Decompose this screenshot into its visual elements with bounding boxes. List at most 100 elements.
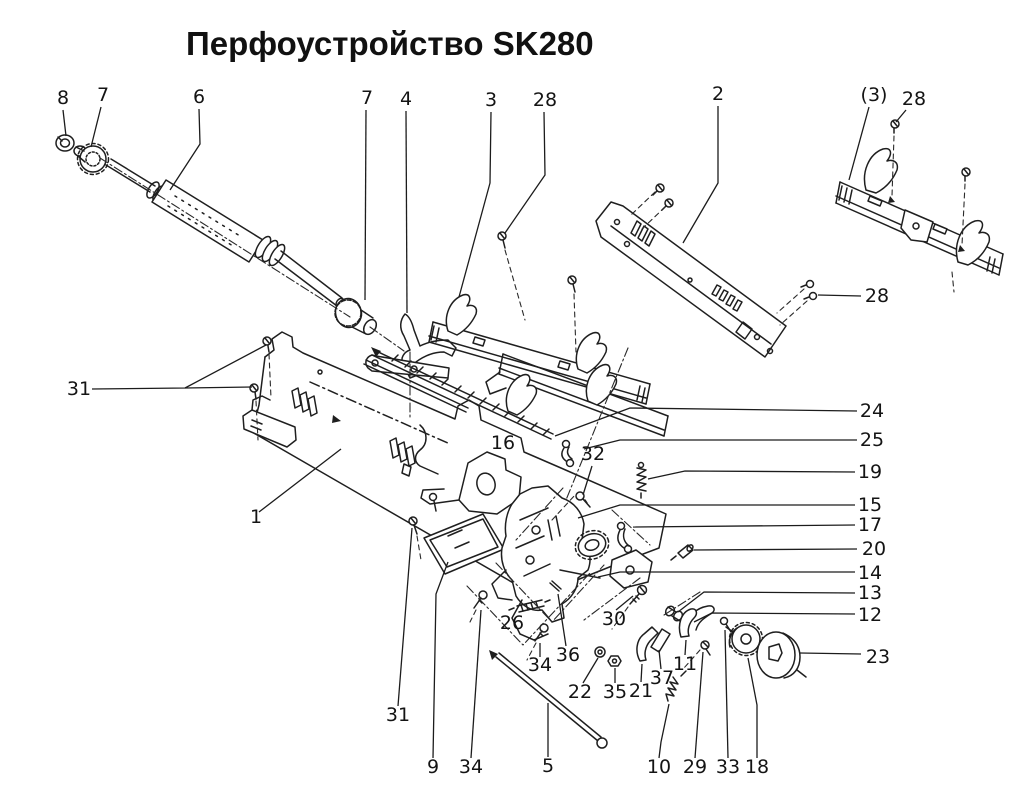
callout-label-29: 29 xyxy=(683,756,707,778)
callout-label-3: 3 xyxy=(485,89,497,111)
part-10-spring xyxy=(665,670,687,702)
callout-label-15: 15 xyxy=(858,494,882,516)
callout-label-7: 7 xyxy=(361,87,373,109)
callout-leader-6 xyxy=(169,108,201,191)
callout-leader-21 xyxy=(640,663,643,683)
callout-leader-11 xyxy=(684,639,687,656)
part-36-pin xyxy=(549,580,562,592)
callout-leader-8 xyxy=(62,109,67,137)
callout-label-31: 31 xyxy=(67,378,91,400)
callout-label-1: 1 xyxy=(250,506,262,528)
callout-label-17: 17 xyxy=(858,514,882,536)
callout-label-33: 33 xyxy=(716,756,740,778)
callout-label-(3): (3) xyxy=(861,84,888,106)
callout-label-14: 14 xyxy=(858,562,882,584)
callout-leader-3 xyxy=(458,111,492,298)
screws-28-pair xyxy=(776,279,818,326)
screw-30 xyxy=(611,584,648,630)
callout-leader-7 xyxy=(364,109,367,301)
screw-28-mid xyxy=(567,275,577,353)
callout-leader-20 xyxy=(693,548,858,551)
callout-leader-12 xyxy=(693,612,856,623)
callout-leader-28 xyxy=(817,294,862,297)
callout-label-30: 30 xyxy=(602,608,626,630)
callout-label-36: 36 xyxy=(556,644,580,666)
callout-leader-18 xyxy=(747,657,758,758)
callout-leader-31 xyxy=(184,386,253,389)
callout-label-26: 26 xyxy=(500,612,524,634)
part-37-link xyxy=(650,628,671,653)
callout-label-34: 34 xyxy=(528,654,552,676)
callout-label-28: 28 xyxy=(902,88,926,110)
callout-leader-1 xyxy=(258,448,342,513)
callout-label-28: 28 xyxy=(865,285,889,307)
callout-leader-36 xyxy=(557,593,567,647)
callout-label-21: 21 xyxy=(629,680,653,702)
callout-leader-28 xyxy=(504,111,546,234)
screw-34-mid xyxy=(526,623,549,661)
callout-label-19: 19 xyxy=(858,461,882,483)
callout-label-24: 24 xyxy=(860,400,884,422)
callout-leader-24 xyxy=(554,407,858,437)
callout-leader-14 xyxy=(597,571,855,578)
punch-mechanism xyxy=(491,485,653,641)
callout-leader-4 xyxy=(405,110,408,314)
part-6-tractor-shaft xyxy=(105,158,345,309)
callout-leader-(3) xyxy=(848,106,870,181)
callout-leader-15 xyxy=(577,504,855,519)
callout-leader-37 xyxy=(658,649,662,670)
callout-leader-30 xyxy=(615,595,634,611)
part-5-rod xyxy=(489,650,608,749)
callout-label-35: 35 xyxy=(603,681,627,703)
part-26-spring xyxy=(508,599,551,613)
callout-leader-23 xyxy=(799,652,862,655)
assembly-axes xyxy=(99,157,701,646)
callout-label-25: 25 xyxy=(860,429,884,451)
callout-label-4: 4 xyxy=(400,88,412,110)
part-9-plate xyxy=(423,513,505,575)
callout-label-5: 5 xyxy=(542,755,554,777)
callout-label-16: 16 xyxy=(491,432,515,454)
part-19-spring xyxy=(636,461,647,499)
callout-leader-10 xyxy=(658,703,670,759)
callout-label-6: 6 xyxy=(193,86,205,108)
callout-label-31: 31 xyxy=(386,704,410,726)
page-title: Перфоустройство SK280 xyxy=(186,25,594,62)
part-22-ring xyxy=(594,646,606,658)
callout-leader-25 xyxy=(583,439,857,450)
screws-31 xyxy=(249,336,272,441)
part-17-link xyxy=(616,521,633,554)
screw-29 xyxy=(683,640,711,669)
callout-label-8: 8 xyxy=(57,87,69,109)
callout-label-9: 9 xyxy=(427,756,439,778)
part-3-rail-assembled xyxy=(835,119,1004,293)
callout-leader-28 xyxy=(895,109,907,123)
screw-28-upper xyxy=(497,231,526,321)
callout-leader-19 xyxy=(647,470,856,480)
callout-label-34: 34 xyxy=(459,756,483,778)
screw-32 xyxy=(551,491,591,521)
callout-leader-32 xyxy=(582,465,593,496)
callout-leader-34 xyxy=(470,609,482,759)
callout-leader-33 xyxy=(724,629,729,759)
part-11-lever xyxy=(678,608,698,638)
callout-leader-13 xyxy=(677,591,856,613)
callout-leader-29 xyxy=(694,651,704,759)
part-23-knob xyxy=(756,631,807,679)
part-20-pin xyxy=(670,544,694,561)
part-3-rail xyxy=(428,293,651,405)
part-21-lever xyxy=(636,626,659,662)
part-8-washer xyxy=(55,134,75,152)
callout-label-13: 13 xyxy=(858,582,882,604)
callout-label-28: 28 xyxy=(533,89,557,111)
callout-label-7: 7 xyxy=(97,84,109,106)
callout-leader-22 xyxy=(582,657,599,684)
callout-label-18: 18 xyxy=(745,756,769,778)
callout-label-10: 10 xyxy=(647,756,671,778)
callout-leader-9 xyxy=(432,561,449,759)
part-1-frame xyxy=(242,331,667,597)
callout-label-23: 23 xyxy=(866,646,890,668)
part-24-bar xyxy=(363,347,554,440)
